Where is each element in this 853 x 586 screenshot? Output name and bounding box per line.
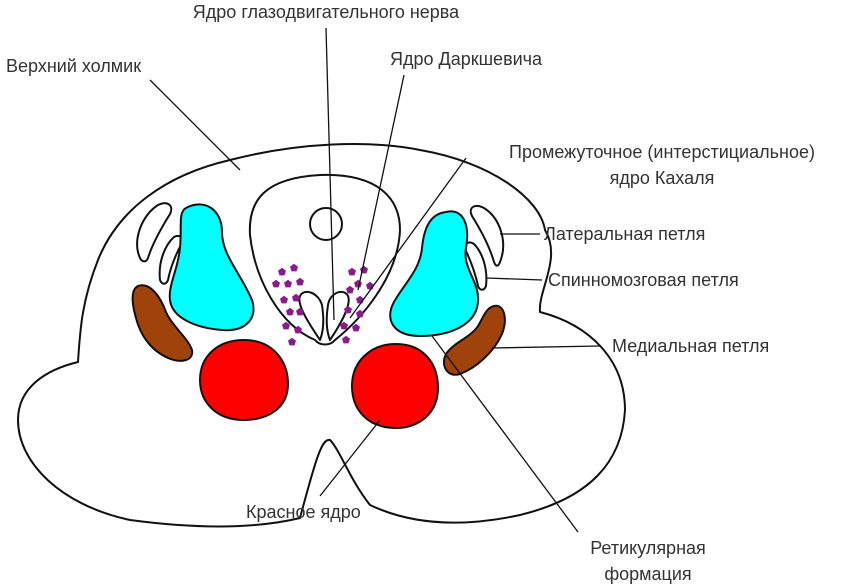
cerebral-aqueduct [309, 207, 343, 241]
red-nucleus-right [350, 342, 440, 430]
red-nucleus-left [198, 338, 290, 422]
leader-darkschewitsch [357, 74, 405, 291]
oculomotor-nucleus-dots-left [272, 263, 304, 346]
nucleus-dot [290, 263, 298, 272]
label-medial-lemniscus: Медиальная петля [612, 336, 769, 356]
label-cajal-nucleus-line2: ядро Кахаля [610, 168, 715, 188]
leader-oculomotor [325, 27, 335, 321]
medial-lemniscus-right [442, 304, 506, 376]
nucleus-dot [296, 307, 304, 316]
nucleus-dot [352, 323, 360, 332]
medial-lemniscus-left [131, 284, 194, 362]
nucleus-dot [272, 279, 280, 288]
nucleus-dot [344, 305, 352, 314]
nucleus-dot [294, 325, 302, 334]
label-spinal-lemniscus: Спинномозговая петля [548, 270, 739, 290]
lateral-lemniscus-right [469, 205, 505, 267]
reticular-formation-left [168, 203, 255, 332]
nucleus-dot [342, 335, 350, 344]
nucleus-dot [346, 285, 354, 294]
nucleus-dot [278, 267, 286, 276]
nucleus-dot [356, 309, 364, 318]
label-red-nucleus: Красное ядро [246, 502, 361, 522]
leader-medial-lemniscus [491, 345, 601, 349]
darkschewitsch-nucleus-dots-right [340, 265, 374, 344]
nucleus-dot [284, 279, 292, 288]
label-superior-colliculus: Верхний холмик [6, 56, 141, 76]
leader-red-nucleus [319, 419, 381, 497]
label-lateral-lemniscus: Латеральная петля [544, 224, 705, 244]
oculomotor-nucleus-lobe-left [298, 290, 325, 341]
nucleus-dot [296, 277, 304, 286]
oculomotor-nucleus-lobe-right [325, 290, 350, 341]
reticular-formation-right [389, 210, 480, 338]
nucleus-dot [286, 307, 294, 316]
lateral-lemniscus-left [136, 202, 173, 263]
nucleus-dot [282, 321, 290, 330]
label-cajal-nucleus-line1: Промежуточное (интерстициальное) [509, 142, 815, 162]
nucleus-dot [340, 321, 348, 330]
nucleus-dot [288, 337, 296, 346]
nucleus-dot [292, 293, 300, 302]
leader-spinal-lemniscus [485, 277, 543, 281]
leader-reticular [431, 335, 579, 533]
label-darkschewitsch-nucleus: Ядро Даркшевича [390, 49, 543, 69]
label-oculomotor-nucleus: Ядро глазодвигательного нерва [193, 2, 460, 22]
nucleus-dot [280, 295, 288, 304]
leader-cajal [349, 157, 467, 319]
label-reticular-formation-line1: Ретикулярная [590, 538, 706, 558]
leader-superior-colliculus [149, 79, 241, 171]
nucleus-dot [348, 267, 356, 276]
label-reticular-formation-line2: формация [604, 564, 691, 584]
